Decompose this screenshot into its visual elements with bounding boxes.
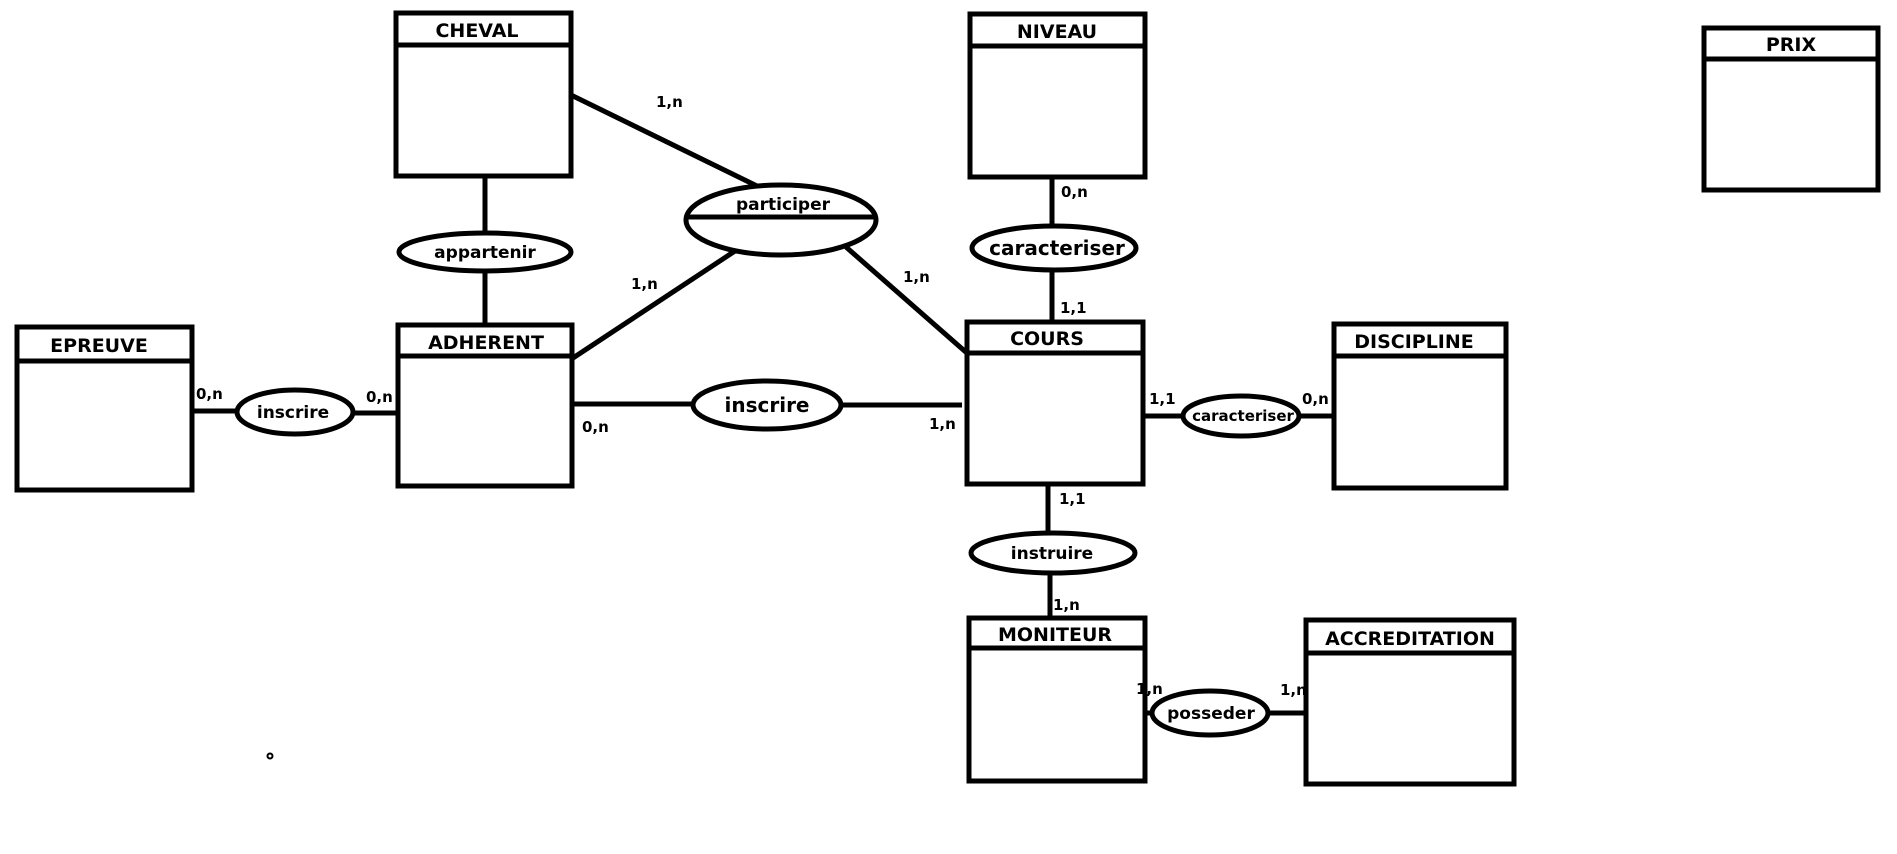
entity-prix[interactable] <box>1701 25 1881 193</box>
entity-cheval[interactable] <box>393 10 574 179</box>
association-posseder[interactable] <box>1149 688 1271 738</box>
association-participer[interactable] <box>683 182 879 258</box>
entity-cours[interactable] <box>964 319 1146 487</box>
cardinality-adherent-participer: 1,n <box>631 275 658 293</box>
entity-title-accreditation: ACCREDITATION <box>1325 628 1495 650</box>
entity-moniteur[interactable] <box>966 615 1148 784</box>
cardinality-discipline-caracteriser: 0,n <box>1302 390 1329 408</box>
cardinality-moniteur-instruire: 1,n <box>1053 596 1080 614</box>
link-cheval-participer <box>569 92 759 189</box>
cardinality-niveau-caracteriser: 0,n <box>1061 183 1088 201</box>
entity-epreuve[interactable] <box>14 324 195 493</box>
entity-accreditation[interactable] <box>1303 617 1517 787</box>
association-label-participer: participer <box>736 195 831 215</box>
association-label-caracteriser-niveau: caracteriser <box>989 236 1125 260</box>
entity-title-cours: COURS <box>1010 328 1084 350</box>
entity-title-epreuve: EPREUVE <box>50 335 148 357</box>
cardinality-epreuve-inscrire: 0,n <box>196 385 223 403</box>
cardinality-moniteur-posseder: 1,n <box>1136 680 1163 698</box>
association-instruire[interactable] <box>968 530 1138 576</box>
association-label-instruire: instruire <box>1011 544 1093 564</box>
cardinality-adherent-inscrire-cours: 0,n <box>582 418 609 436</box>
cardinality-cours-instruire: 1,1 <box>1059 490 1086 508</box>
association-label-inscrire-cours: inscrire <box>725 393 810 417</box>
association-label-appartenir: appartenir <box>434 243 536 263</box>
entity-title-cheval: CHEVAL <box>435 20 518 42</box>
association-appartenir[interactable] <box>396 230 574 274</box>
association-label-inscrire-epreuve: inscrire <box>257 403 329 423</box>
association-label-posseder: posseder <box>1167 704 1255 724</box>
entity-title-adherent: ADHERENT <box>428 332 544 354</box>
cardinality-cours-caracteriser-discipline: 1,1 <box>1149 390 1176 408</box>
association-inscrire-cours[interactable] <box>690 378 844 432</box>
link-adherent-participer <box>571 248 737 361</box>
association-caracteriser-niveau[interactable] <box>969 223 1139 273</box>
entity-title-niveau: NIVEAU <box>1017 21 1097 43</box>
cardinality-cours-inscrire: 1,n <box>929 415 956 433</box>
cardinality-accreditation-posseder: 1,n <box>1280 681 1307 699</box>
entity-title-prix: PRIX <box>1766 34 1817 56</box>
association-inscrire-epreuve[interactable] <box>234 387 356 437</box>
stray-dot <box>266 752 274 760</box>
entity-title-moniteur: MONITEUR <box>998 624 1112 646</box>
association-label-caracteriser-discipline: caracteriser <box>1192 407 1294 425</box>
entity-adherent[interactable] <box>395 322 575 489</box>
entity-title-discipline: DISCIPLINE <box>1354 331 1474 353</box>
association-caracteriser-discipline[interactable] <box>1180 393 1302 439</box>
cardinality-adherent-inscrire-epreuve: 0,n <box>366 388 393 406</box>
cardinality-cours-participer: 1,n <box>903 268 930 286</box>
cardinality-cours-caracteriser-niveau: 1,1 <box>1060 299 1087 317</box>
entity-niveau[interactable] <box>967 11 1148 180</box>
entity-discipline[interactable] <box>1331 321 1509 491</box>
cardinality-cheval-participer: 1,n <box>656 93 683 111</box>
link-participer-cours <box>844 245 970 356</box>
